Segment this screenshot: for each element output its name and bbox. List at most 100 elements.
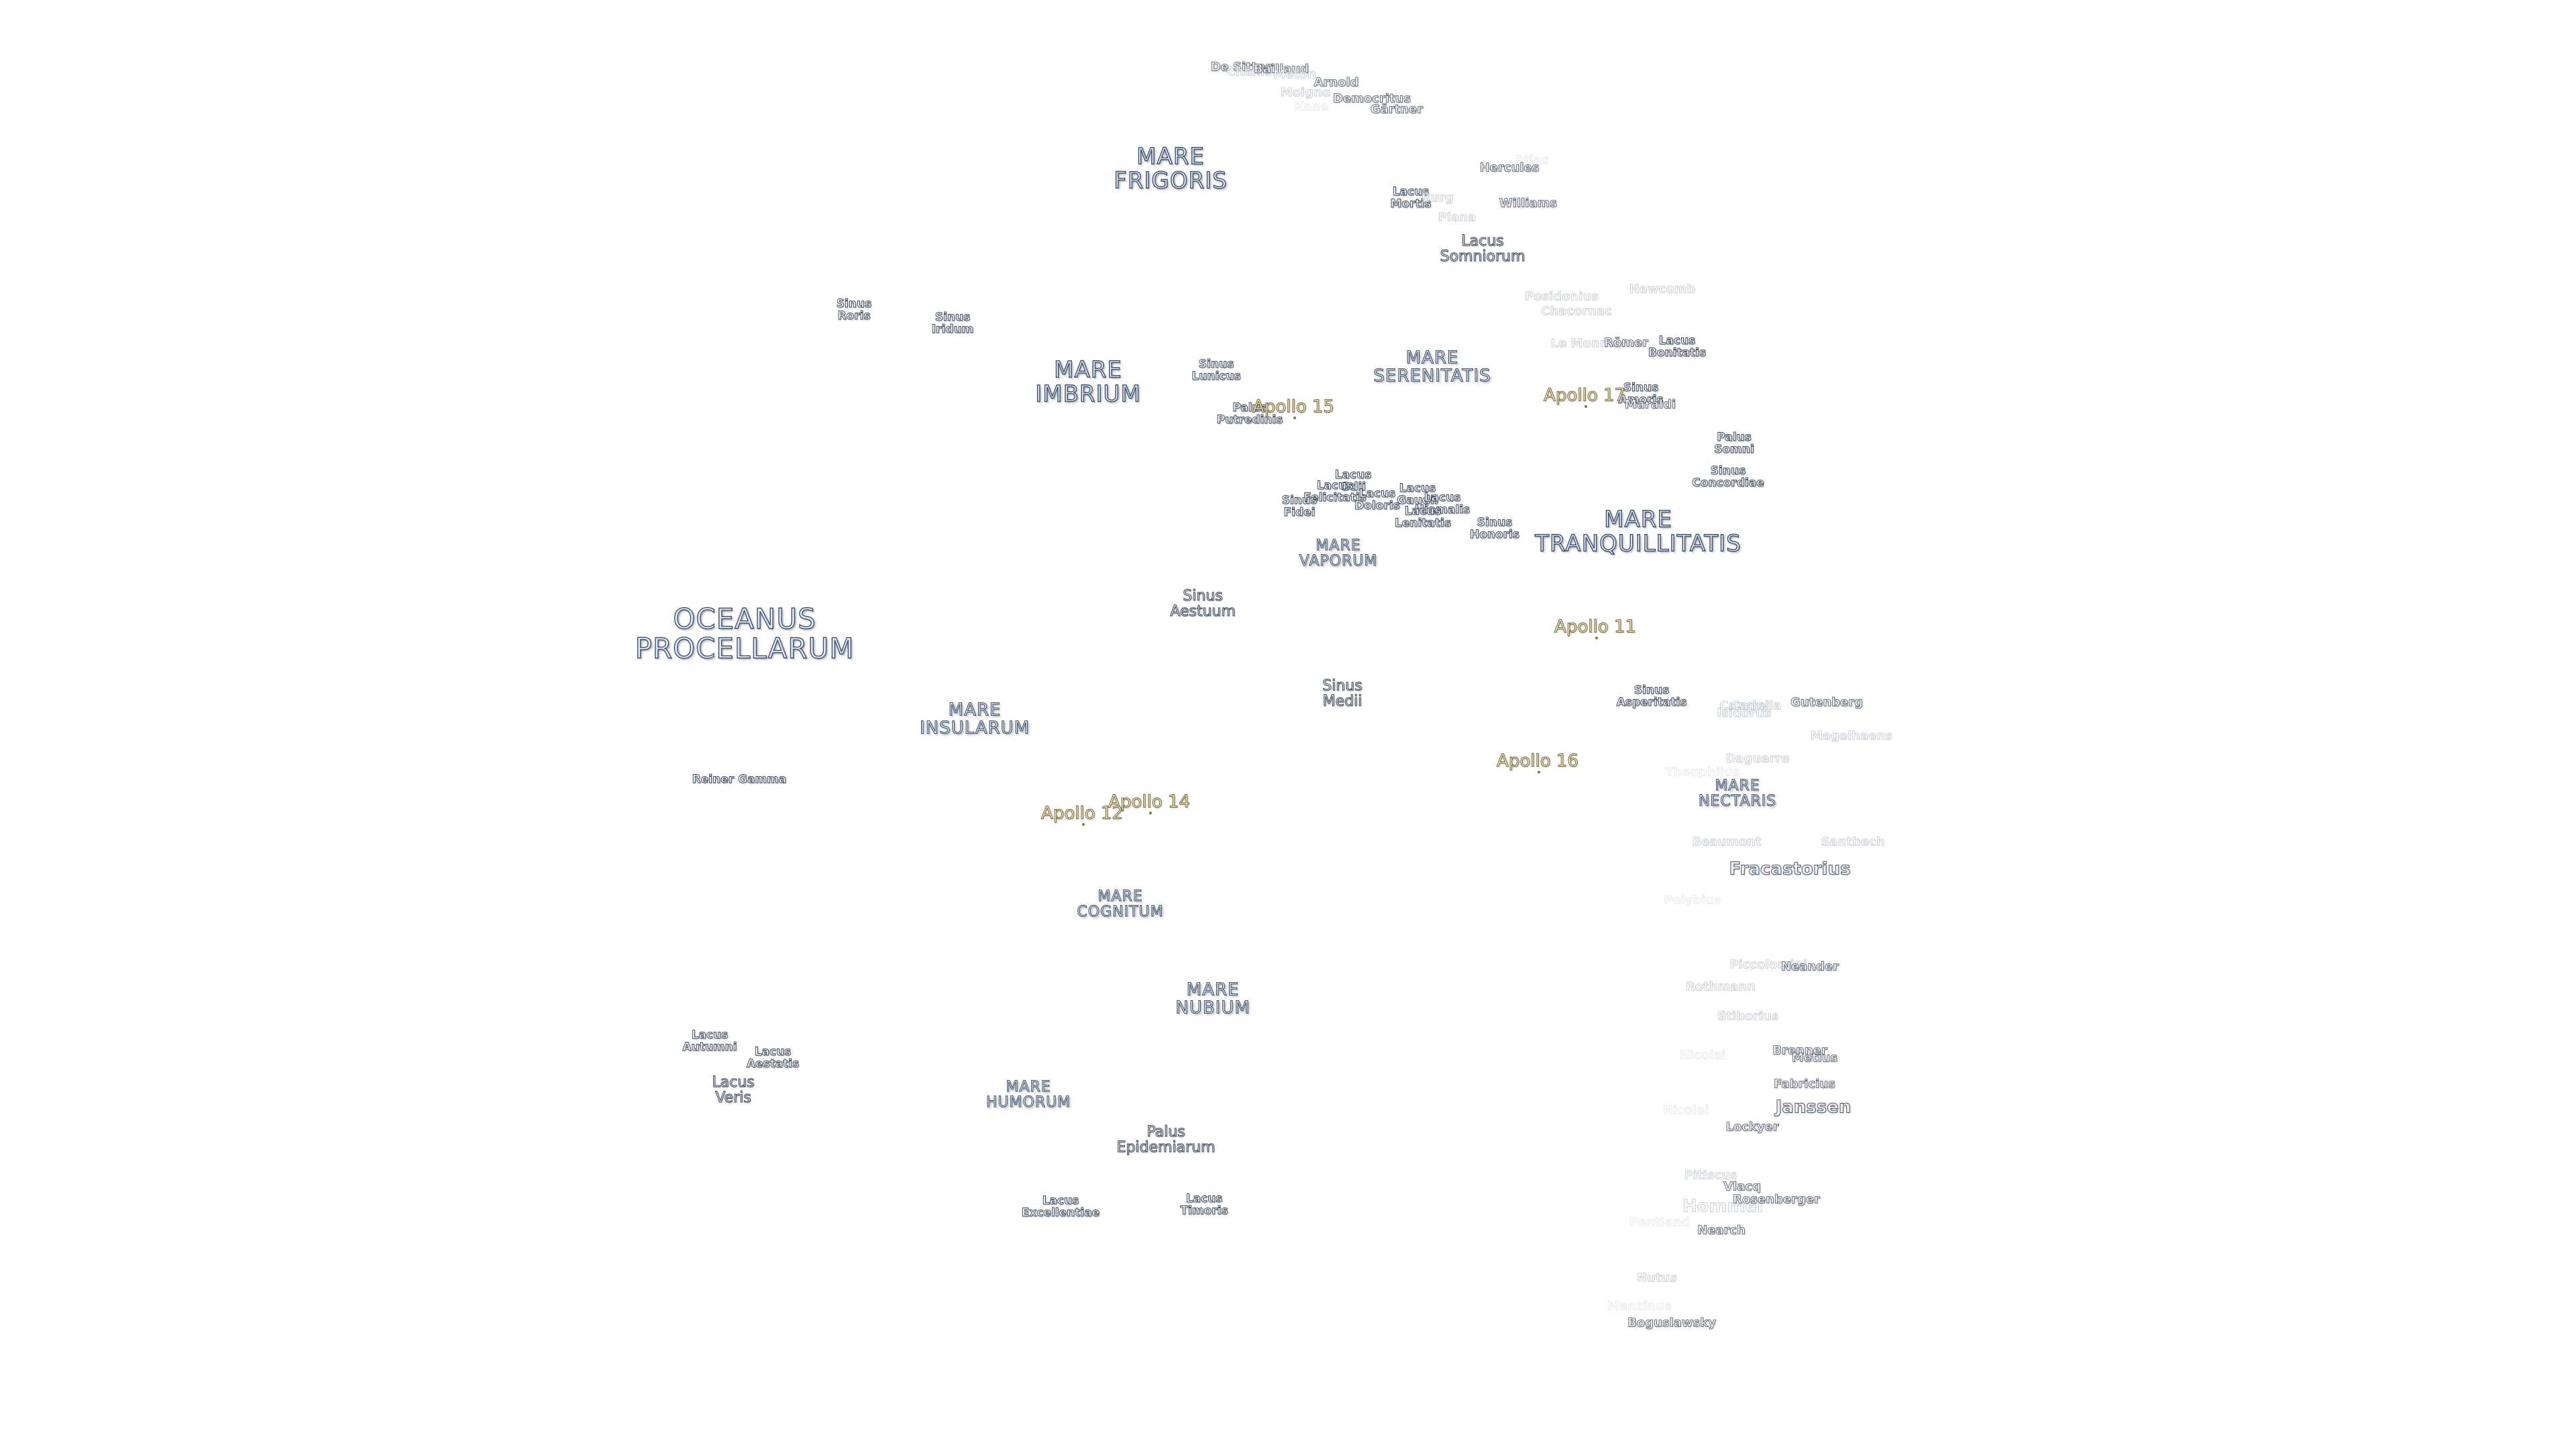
fracastorius-label: Fracastorius xyxy=(1729,859,1851,879)
mare-insularum-label: MARE INSULARUM xyxy=(919,700,1030,739)
meton-label: Meton xyxy=(1273,67,1317,82)
nearch-label: Nearch xyxy=(1697,1223,1746,1238)
kane-label: Kane xyxy=(1294,99,1329,114)
metius-label: Metius xyxy=(1791,1051,1838,1065)
palus-putredinis-label: Palus Putredinis xyxy=(1216,401,1283,427)
hommel-label: Hommel xyxy=(1682,1196,1764,1217)
romer-label: Römer xyxy=(1603,335,1649,350)
arnold-label: Arnold xyxy=(1313,75,1359,90)
atlas-label: Atlas xyxy=(1514,153,1549,168)
apollo-12-site-marker xyxy=(1082,823,1085,826)
lacus-lenitatis-label: Lacus Lenitatis xyxy=(1395,504,1452,530)
lacus-mortis-label: Lacus Mortis xyxy=(1390,185,1432,211)
lacus-excellentiae-label: Lacus Excellentiae xyxy=(1021,1194,1100,1220)
beaumont-label: Beaumont xyxy=(1692,835,1762,849)
moigno-label: Moigno xyxy=(1280,85,1331,100)
rothmann-label: Rothmann xyxy=(1685,979,1756,994)
sinus-medii-label: Sinus Medii xyxy=(1322,677,1362,710)
mare-vaporum-label: MARE VAPORUM xyxy=(1299,537,1378,570)
sinus-aestuum-label: Sinus Aestuum xyxy=(1170,587,1236,620)
baillaud-label: Baillaud xyxy=(1253,62,1309,76)
lacus-felicitatis-label: Lacus Felicitatis xyxy=(1303,479,1367,504)
mare-tranquillitatis-label: MARE TRANQUILLITATIS xyxy=(1535,506,1741,557)
mare-cognitum-label: MARE COGNITUM xyxy=(1077,888,1164,920)
rosenberger-label: Rosenberger xyxy=(1733,1192,1821,1207)
pentland-label: Pentland xyxy=(1629,1215,1690,1230)
maraldi-label: Maraldi xyxy=(1624,397,1676,412)
chacornac-label: Chacornac xyxy=(1541,304,1612,319)
apollo-17-label: Apollo 17 xyxy=(1544,385,1626,406)
gartner-label: Gärtner xyxy=(1370,102,1424,117)
de-sitter-label: De Sitter xyxy=(1210,60,1272,74)
sinus-lunicus-label: Sinus Lunicus xyxy=(1191,358,1241,383)
sinus-asperitatis-label: Sinus Asperitatis xyxy=(1616,684,1687,709)
lacus-odii-label: Lacus Odii xyxy=(1334,468,1372,494)
boguslawsky-label: Boguslawsky xyxy=(1627,1316,1717,1330)
piccolomini-label: Piccolomini xyxy=(1729,957,1807,972)
oceanus-procellarum-label: OCEANUS PROCELLARUM xyxy=(635,602,855,665)
apollo-14-label: Apollo 14 xyxy=(1108,792,1191,812)
sinus-concordiae-label: Sinus Concordiae xyxy=(1692,464,1764,490)
polybius-label: Polybius xyxy=(1663,893,1722,908)
mare-serenitatis-label: MARE SERENITATIS xyxy=(1373,347,1491,386)
apollo-11-label: Apollo 11 xyxy=(1554,616,1637,637)
sinus-honoris-label: Sinus Honoris xyxy=(1469,516,1520,541)
cauchy-label: Cauchy xyxy=(1719,698,1769,713)
daguerre-label: Daguerre xyxy=(1725,751,1790,766)
mare-frigoris-label: MARE FRIGORIS xyxy=(1114,143,1228,194)
sinus-amoris-label: Sinus Amoris xyxy=(1618,381,1664,407)
posidonius-label: Posidonius xyxy=(1524,289,1599,304)
lacus-aestatis-label: Lacus Aestatis xyxy=(746,1045,800,1071)
le-monnier-label: Le Monnier xyxy=(1550,336,1627,351)
lacus-timoris-label: Lacus Timoris xyxy=(1180,1192,1228,1218)
fabricius-label: Fabricius xyxy=(1774,1077,1835,1091)
brenner-label: Brenner xyxy=(1772,1043,1827,1058)
apollo-16-site-marker xyxy=(1538,771,1540,773)
reiner-gamma-label: Reiner Gamma xyxy=(692,773,787,787)
apollo-11-site-marker xyxy=(1595,637,1598,639)
sinus-iridum-label: Sinus Iridum xyxy=(931,311,974,336)
nicolai-label: Nicolai xyxy=(1679,1048,1726,1063)
palus-somni-label: Palus Somni xyxy=(1714,431,1754,456)
lacus-doloris-label: Lacus Doloris xyxy=(1354,487,1401,513)
vlacq-label: Vlacq xyxy=(1723,1179,1762,1194)
apollo-12-label: Apollo 12 xyxy=(1041,803,1124,824)
apollo-15-label: Apollo 15 xyxy=(1252,396,1335,417)
mare-nubium-label: MARE NUBIUM xyxy=(1175,979,1250,1018)
santbech-label: Santbech xyxy=(1821,835,1885,849)
lacus-hiemalis-label: Lacus Hiemalis xyxy=(1414,491,1470,517)
capella-label: Capella xyxy=(1731,698,1782,713)
nicolai-2-label: Nicolai xyxy=(1662,1103,1709,1118)
lacus-somniorum-label: Lacus Somniorum xyxy=(1440,232,1525,265)
apollo-16-label: Apollo 16 xyxy=(1497,751,1579,771)
gutenberg-label: Gutenberg xyxy=(1790,695,1864,710)
democritus-label: Democritus xyxy=(1332,91,1411,106)
hercules-label: Hercules xyxy=(1479,160,1540,175)
nutus-label: Nutus xyxy=(1636,1271,1678,1285)
williams-label: Williams xyxy=(1499,196,1558,211)
lockyer-label: Lockyer xyxy=(1725,1120,1779,1134)
plana-label: Plana xyxy=(1438,210,1477,225)
mare-nectaris-label: MARE NECTARIS xyxy=(1698,777,1777,810)
challis-label: Challis xyxy=(1226,64,1272,79)
burg-label: Burg xyxy=(1421,191,1454,205)
palus-epidemiarum-label: Palus Epidemiarum xyxy=(1116,1123,1216,1156)
lacus-veris-label: Lacus Veris xyxy=(712,1073,755,1106)
lacus-gaudii-label: Lacus Gaudii xyxy=(1397,482,1438,507)
mare-humorum-label: MARE HUMORUM xyxy=(985,1078,1071,1111)
sinus-fidei-label: Sinus Fidei xyxy=(1281,494,1318,519)
lacus-bonitatis-label: Lacus Bonitatis xyxy=(1648,334,1707,360)
apollo-14-site-marker xyxy=(1149,812,1152,814)
newcomb-label: Newcomb xyxy=(1629,282,1696,297)
apollo-15-site-marker xyxy=(1293,417,1296,419)
apollo-17-site-marker xyxy=(1585,405,1587,408)
janssen-label: Janssen xyxy=(1775,1097,1851,1118)
stiborius-label: Stiborius xyxy=(1717,1009,1779,1024)
isidorus-label: Isidorus xyxy=(1717,706,1772,720)
pitiscus-label: Pitiscus xyxy=(1684,1168,1737,1183)
manzinus-label: Manzinus xyxy=(1607,1299,1672,1313)
lacus-autumni-label: Lacus Autumni xyxy=(682,1028,737,1054)
neander-label: Neander xyxy=(1780,959,1839,974)
mare-imbrium-label: MARE IMBRIUM xyxy=(1035,356,1141,407)
